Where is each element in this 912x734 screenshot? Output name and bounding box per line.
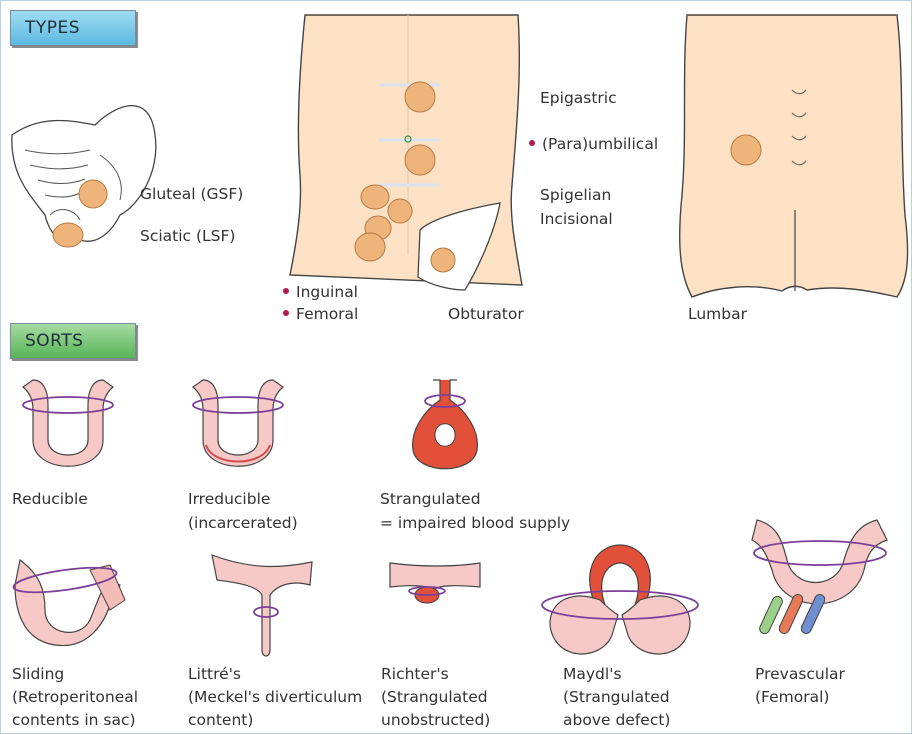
sciatic-hernia [53,223,83,247]
spigelian-hernia [361,185,389,209]
types-section-tag: TYPES [10,10,136,46]
richter-note-1: (Strangulated [381,686,488,709]
back-illustration [672,15,912,295]
strangulated-note: = impaired blood supply [380,512,570,535]
sliding-note-2: contents in sac) [12,709,136,732]
sorts-section-tag: SORTS [10,323,136,359]
incisional-label: Incisional [540,208,613,231]
maydl-illustration [540,545,710,665]
lumbar-hernia [731,135,761,165]
paraumbilical-marker-dot [529,140,535,146]
littre-note-1: (Meckel's diverticulum [188,686,362,709]
richter-label: Richter's [381,663,449,686]
paraumbilical-text: (Para)umbilical [542,135,658,153]
incisional-hernia [388,199,412,223]
strangulated-label: Strangulated [380,488,481,511]
irreducible-note: (incarcerated) [188,512,298,535]
littre-illustration [212,550,322,660]
femoral-marker-dot [283,310,289,316]
abdomen-front-illustration [290,15,530,305]
epigastric-label: Epigastric [540,87,617,110]
femoral-label: Femoral [283,303,358,326]
paraumbilical-hernia [405,145,435,175]
irreducible-label: Irreducible [188,488,270,511]
gluteal-label: Gluteal (GSF) [140,183,243,206]
inguinal-marker-dot [283,288,289,294]
inguinal-label: Inguinal [283,281,358,304]
sliding-note-1: (Retroperitoneal [12,686,138,709]
reducible-label: Reducible [12,488,88,511]
strangulated-illustration [395,375,505,485]
prevascular-label: Prevascular [755,663,845,686]
gluteal-hernia [79,180,107,208]
lumbar-label: Lumbar [688,303,747,326]
sciatic-label: Sciatic (LSF) [140,225,235,248]
maydl-note-2: above defect) [563,709,670,732]
prevascular-note: (Femoral) [755,686,829,709]
epigastric-hernia [405,82,435,112]
spigelian-label: Spigelian [540,184,611,207]
sliding-label: Sliding [12,663,64,686]
sliding-illustration [10,550,140,660]
inguinal-text: Inguinal [296,283,358,301]
richter-note-2: unobstructed) [381,709,490,732]
femoral-text: Femoral [296,305,358,323]
prevascular-illustration [752,515,892,645]
reducible-illustration [18,375,128,485]
littre-note-2: content) [188,709,253,732]
maydl-label: Maydl's [563,663,622,686]
obturator-label: Obturator [448,303,524,326]
maydl-note-1: (Strangulated [563,686,670,709]
femoral-hernia [355,233,385,261]
paraumbilical-label: (Para)umbilical [529,133,658,156]
irreducible-illustration [188,375,298,485]
littre-label: Littré's [188,663,241,686]
richter-illustration [385,555,495,635]
